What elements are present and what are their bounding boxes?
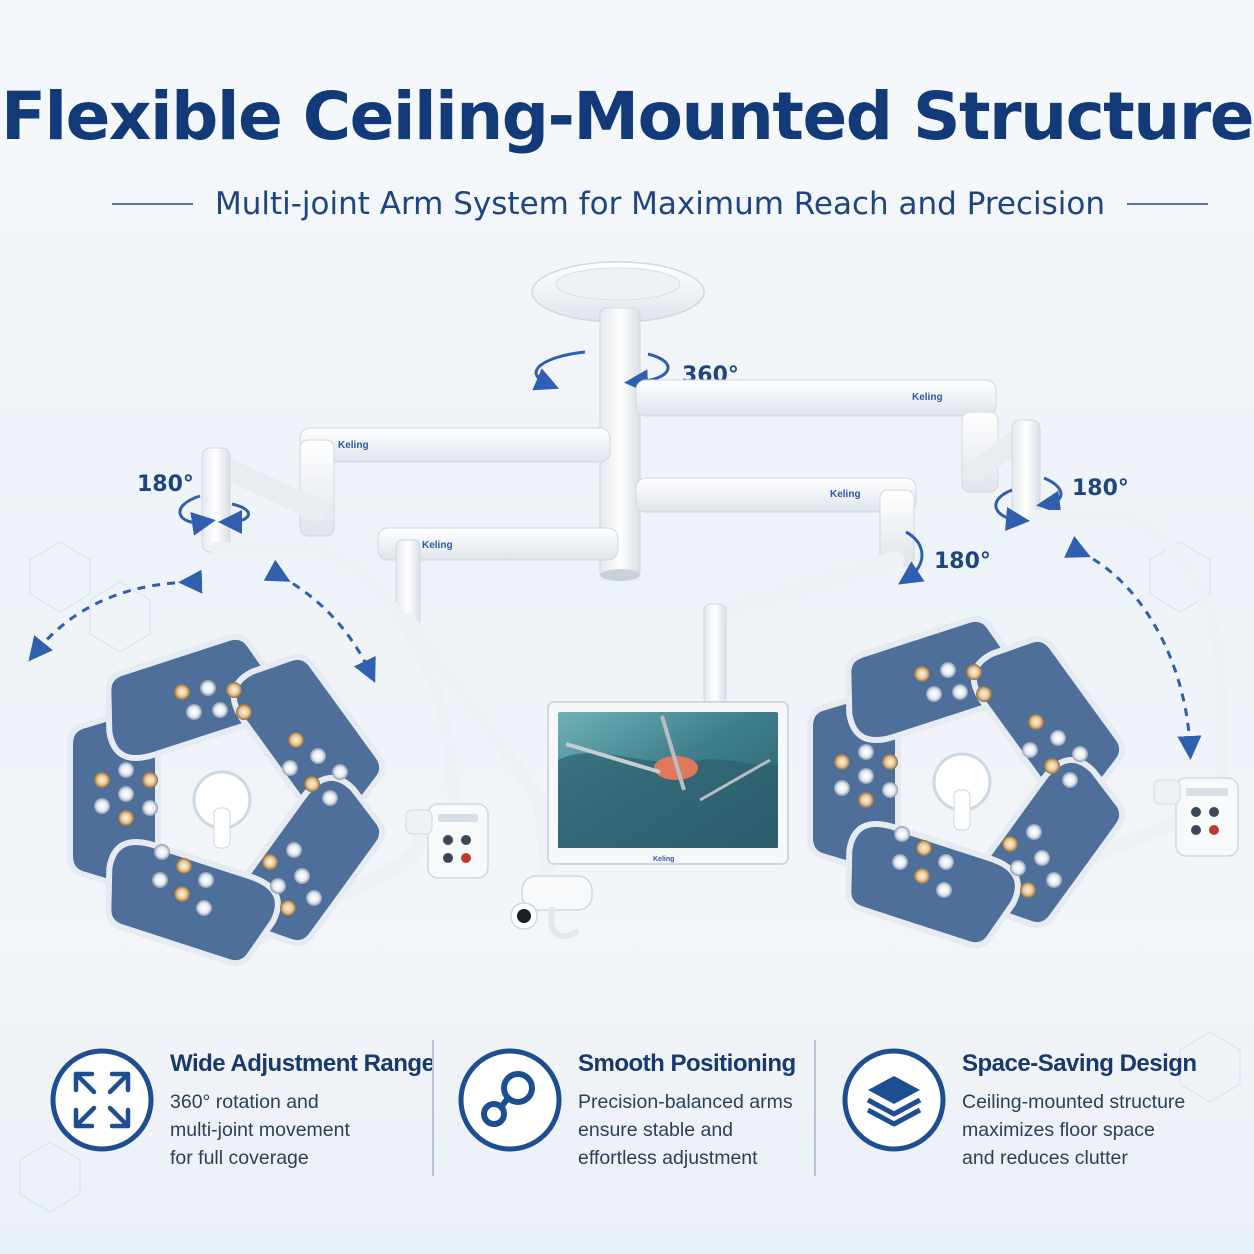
center-right-arm: Keling	[635, 477, 917, 705]
feature-divider	[432, 1040, 434, 1176]
feature-title: Space-Saving Design	[962, 1050, 1197, 1077]
brand-label-upper-left: Keling	[338, 440, 369, 451]
subtitle-divider-right	[1127, 203, 1208, 205]
center-joint-rotation-arrow	[898, 530, 925, 585]
monitor-brand-label: Keling	[653, 856, 674, 863]
brand-label-center-left: Keling	[422, 540, 453, 551]
left-control-panel	[405, 803, 489, 879]
feature-description: Ceiling-mounted structure maximizes floo…	[962, 1091, 1186, 1169]
right-joint-rotation-arrows	[994, 476, 1063, 531]
left-joint-rotation-arrows	[178, 494, 250, 536]
right-control-panel	[1153, 777, 1239, 857]
upper-right-arm: Keling	[635, 379, 1041, 521]
expand-arrows-icon	[50, 1048, 154, 1152]
brand-label-upper-right: Keling	[912, 392, 943, 403]
feature-description: Precision-balanced arms ensure stable an…	[578, 1091, 793, 1169]
brand-label-center-right: Keling	[830, 489, 861, 500]
subtitle-divider-left	[112, 203, 193, 205]
subtitle-row: Multi-joint Arm System for Maximum Reach…	[112, 182, 1208, 226]
page-subtitle: Multi-joint Arm System for Maximum Reach…	[214, 186, 1106, 222]
surgical-camera	[510, 875, 593, 940]
left-surgical-lamp	[67, 633, 386, 967]
feature-space-saving: Space-Saving Design Ceiling-mounted stru…	[842, 1042, 1222, 1182]
feature-title: Wide Adjustment Range	[170, 1050, 435, 1077]
feature-divider	[814, 1040, 816, 1176]
feature-wide-adjustment: Wide Adjustment Range 360° rotation and …	[50, 1042, 435, 1182]
right-surgical-lamp	[807, 615, 1126, 949]
right-joint-rotation-label: 180°	[1072, 476, 1129, 501]
center-joint-rotation-label: 180°	[934, 549, 991, 574]
feature-smooth-positioning: Smooth Positioning Precision-balanced ar…	[458, 1042, 838, 1182]
left-joint-rotation-label: 180°	[137, 472, 194, 497]
surgical-monitor: Keling	[547, 701, 789, 865]
feature-description: 360° rotation and multi-joint movement f…	[170, 1091, 350, 1169]
lamp-petals	[67, 633, 386, 967]
lamp-petals	[807, 615, 1126, 949]
feature-title: Smooth Positioning	[578, 1050, 796, 1077]
layers-icon	[842, 1048, 946, 1152]
feature-list: Wide Adjustment Range 360° rotation and …	[0, 1030, 1254, 1190]
lamp-leds	[834, 662, 1088, 898]
movement-dashed-arrows	[28, 536, 1202, 760]
lamp-leds	[94, 680, 348, 916]
balance-link-icon	[458, 1048, 562, 1152]
page-title: Flexible Ceiling-Mounted Structure	[0, 78, 1254, 155]
center-left-arm: Keling	[377, 527, 619, 887]
